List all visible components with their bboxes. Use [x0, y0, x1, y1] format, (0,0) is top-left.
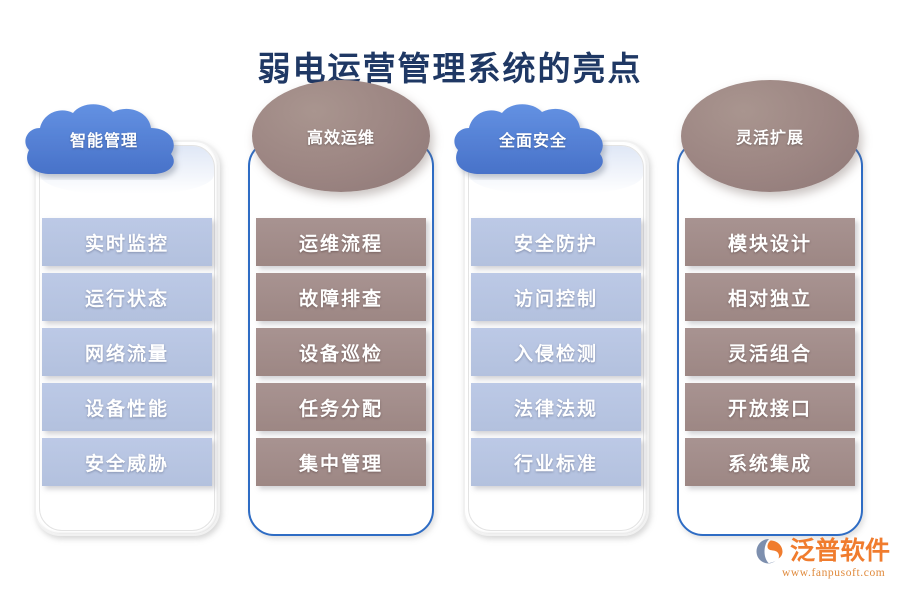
list-item[interactable]: 安全防护 — [471, 218, 641, 266]
column-header-badge-cloud: 全面安全 — [448, 102, 618, 180]
column-flexible-expansion: 灵活扩展 模块设计 相对独立 灵活组合 开放接口 系统集成 — [677, 80, 863, 536]
column-header-label: 智能管理 — [69, 133, 138, 150]
column-efficient-operations: 高效运维 运维流程 故障排查 设备巡检 任务分配 集中管理 — [248, 80, 434, 536]
column-header-badge-ellipse: 灵活扩展 — [681, 80, 859, 192]
list-item[interactable]: 灵活组合 — [685, 328, 855, 376]
list-item[interactable]: 系统集成 — [685, 438, 855, 486]
list-item[interactable]: 设备性能 — [42, 383, 212, 431]
list-item[interactable]: 运行状态 — [42, 273, 212, 321]
cloud-icon — [25, 104, 174, 174]
list-item[interactable]: 集中管理 — [256, 438, 426, 486]
column-intelligent-management: 智能管理 实时监控 运行状态 网络流量 设备性能 安全威胁 — [25, 104, 220, 536]
list-item[interactable]: 运维流程 — [256, 218, 426, 266]
list-item[interactable]: 实时监控 — [42, 218, 212, 266]
cloud-icon — [454, 104, 603, 174]
list-item[interactable]: 设备巡检 — [256, 328, 426, 376]
list-item[interactable]: 任务分配 — [256, 383, 426, 431]
logo-company-name: 泛普软件 — [790, 537, 891, 565]
list-item[interactable]: 开放接口 — [685, 383, 855, 431]
column-header-badge-ellipse: 高效运维 — [252, 80, 430, 192]
list-item[interactable]: 模块设计 — [685, 218, 855, 266]
list-item[interactable]: 故障排查 — [256, 273, 426, 321]
column-comprehensive-security: 全面安全 安全防护 访问控制 入侵检测 法律法规 行业标准 — [454, 104, 649, 536]
column-item-list: 实时监控 运行状态 网络流量 设备性能 安全威胁 — [42, 218, 212, 486]
list-item[interactable]: 入侵检测 — [471, 328, 641, 376]
list-item[interactable]: 行业标准 — [471, 438, 641, 486]
list-item[interactable]: 相对独立 — [685, 273, 855, 321]
column-header-label: 灵活扩展 — [735, 130, 804, 147]
column-header-label: 高效运维 — [306, 130, 375, 147]
column-header-badge-cloud: 智能管理 — [19, 102, 189, 180]
fanpu-swoosh-logo-icon — [756, 539, 783, 564]
list-item[interactable]: 网络流量 — [42, 328, 212, 376]
list-item[interactable]: 访问控制 — [471, 273, 641, 321]
column-item-list: 运维流程 故障排查 设备巡检 任务分配 集中管理 — [256, 218, 426, 486]
list-item[interactable]: 法律法规 — [471, 383, 641, 431]
column-header-label: 全面安全 — [498, 133, 567, 150]
column-item-list: 模块设计 相对独立 灵活组合 开放接口 系统集成 — [685, 218, 855, 486]
logo-website-url: www.fanpusoft.com — [782, 567, 886, 579]
list-item[interactable]: 安全威胁 — [42, 438, 212, 486]
column-item-list: 安全防护 访问控制 入侵检测 法律法规 行业标准 — [471, 218, 641, 486]
brand-logo[interactable]: 泛普软件 www.fanpusoft.com — [756, 538, 896, 590]
